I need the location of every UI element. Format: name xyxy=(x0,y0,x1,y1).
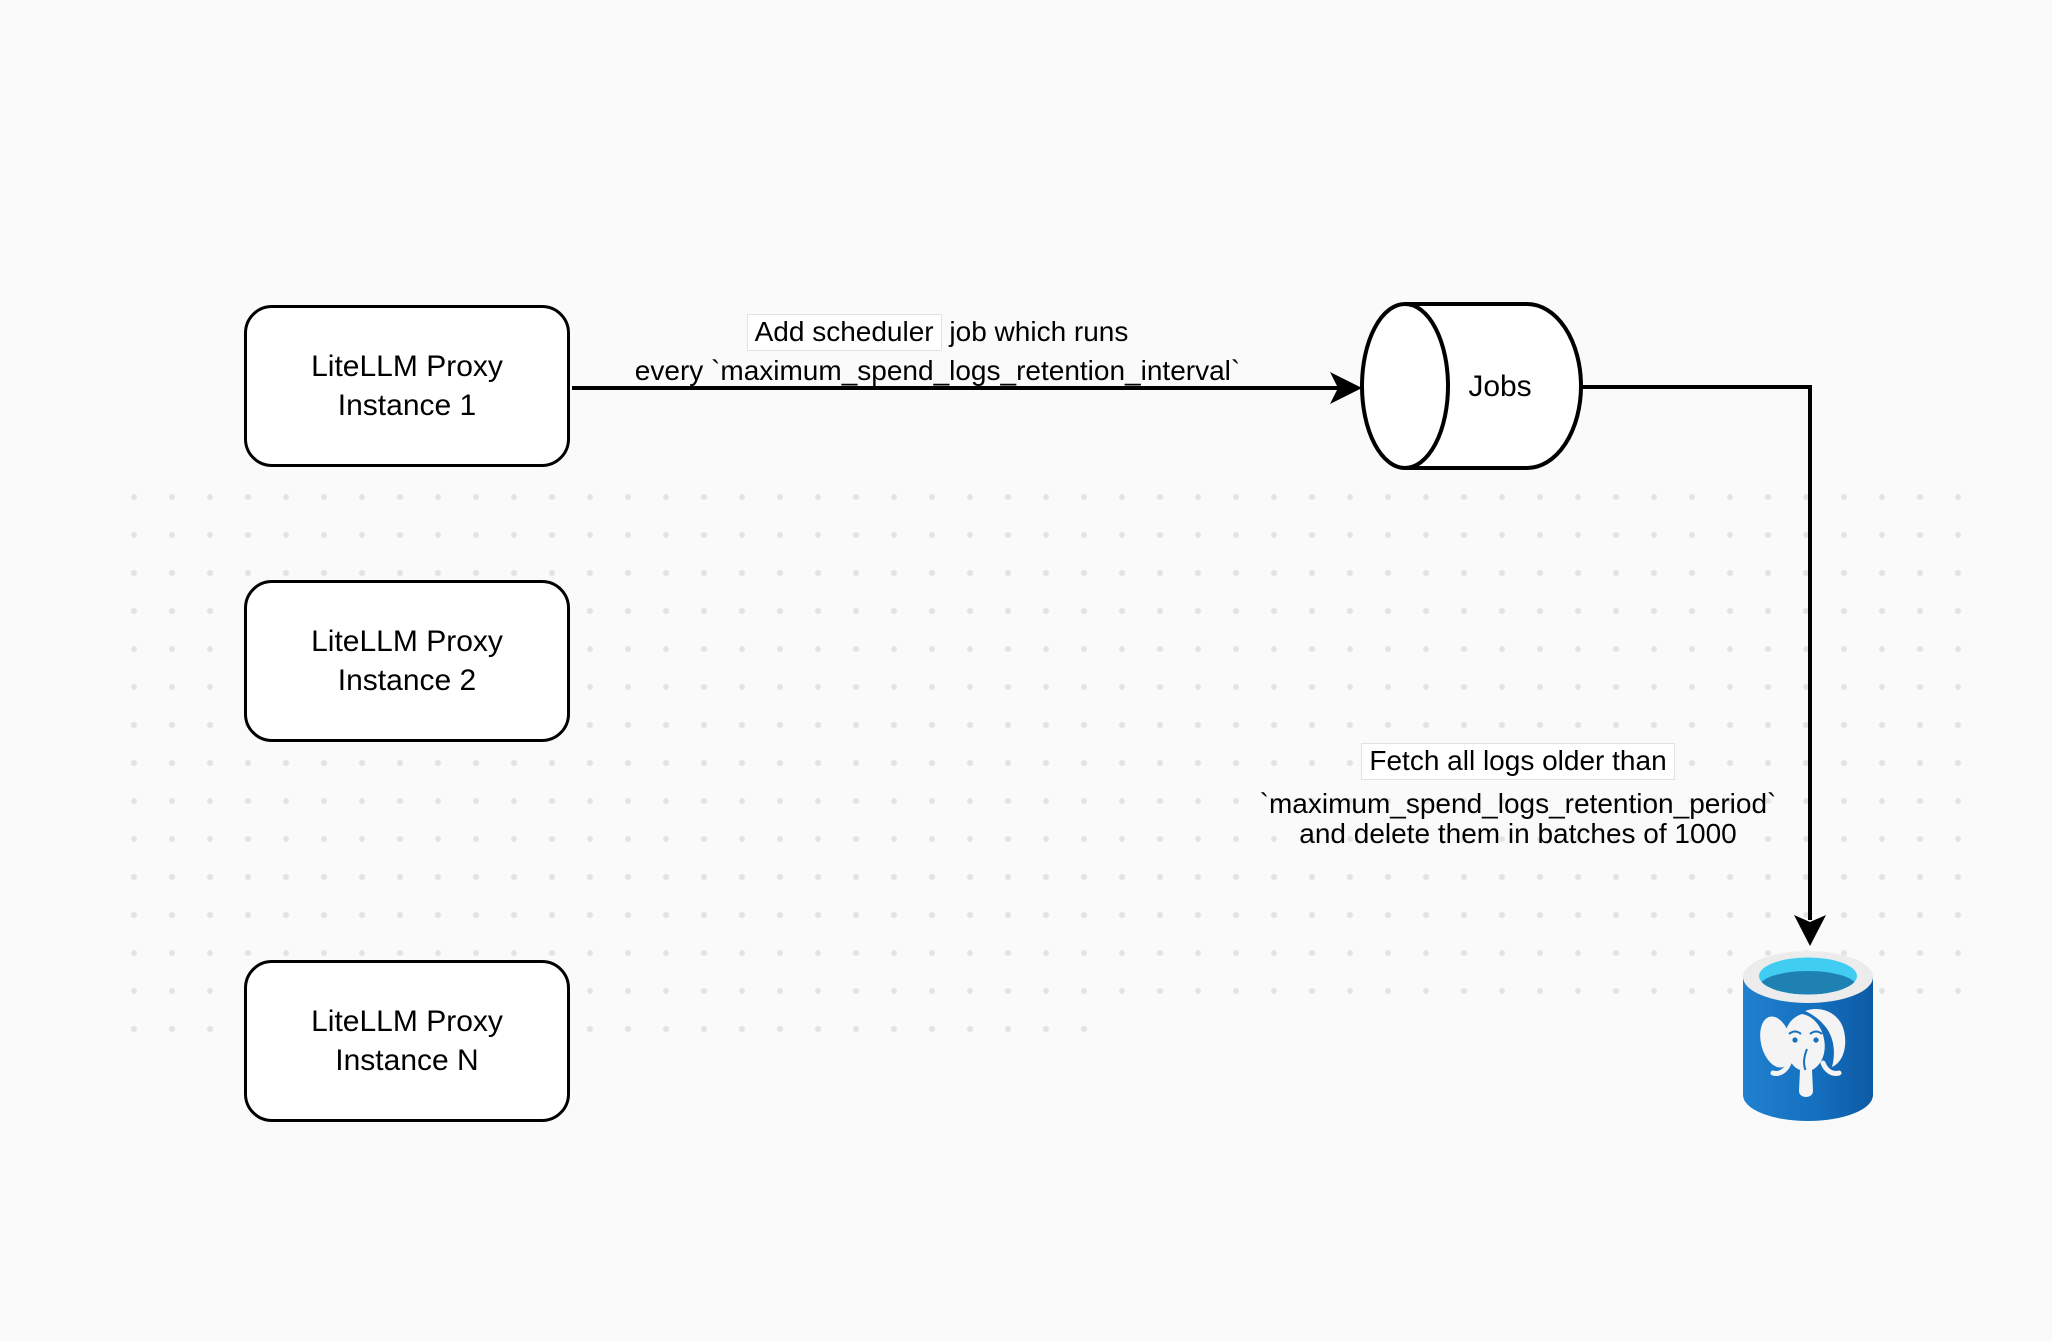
edge-label-boxed-text: Add scheduler xyxy=(746,314,942,351)
elephant-icon xyxy=(1760,1009,1846,1097)
node-label-line1: LiteLLM Proxy xyxy=(311,350,503,383)
jobs-queue-shape xyxy=(1360,302,1583,470)
database-water-deep xyxy=(1759,971,1857,995)
node-litellm-proxy-instance-1: LiteLLM Proxy Instance 1 xyxy=(244,305,570,467)
edge-label-line: Add scheduler job which runs xyxy=(605,314,1270,351)
node-label-line2: Instance 1 xyxy=(337,389,477,422)
edge-label-scheduler-job: Add scheduler job which runs every `maxi… xyxy=(605,314,1270,386)
edge-label-line: Fetch all logs older than xyxy=(1228,743,1808,780)
edge-label-text: job which runs xyxy=(941,316,1129,347)
arrowhead-down-icon xyxy=(1794,915,1826,946)
edge-label-line: and delete them in batches of 1000 xyxy=(1299,818,1737,849)
node-label-line1: LiteLLM Proxy xyxy=(311,625,503,658)
edge-proxy-to-jobs xyxy=(572,372,1362,404)
edge-label-fetch-delete: Fetch all logs older than `maximum_spend… xyxy=(1228,743,1808,849)
node-litellm-proxy-instance-n: LiteLLM Proxy Instance N xyxy=(244,960,570,1122)
node-label-line2: Instance N xyxy=(335,1044,479,1077)
edge-jobs-to-database xyxy=(1578,385,1826,946)
node-label-line1: LiteLLM Proxy xyxy=(311,1005,503,1038)
edge-label-line: every `maximum_spend_logs_retention_inte… xyxy=(634,355,1241,386)
node-litellm-proxy-instance-2: LiteLLM Proxy Instance 2 xyxy=(244,580,570,742)
edge-label-boxed-text: Fetch all logs older than xyxy=(1361,743,1675,780)
edge-label-line: `maximum_spend_logs_retention_period` xyxy=(1259,788,1777,819)
node-label-line2: Instance 2 xyxy=(337,664,477,697)
jobs-queue-label: Jobs xyxy=(1468,370,1532,403)
postgresql-elephant-database-icon xyxy=(1743,951,1873,1121)
arrowhead-right-icon xyxy=(1330,372,1362,404)
